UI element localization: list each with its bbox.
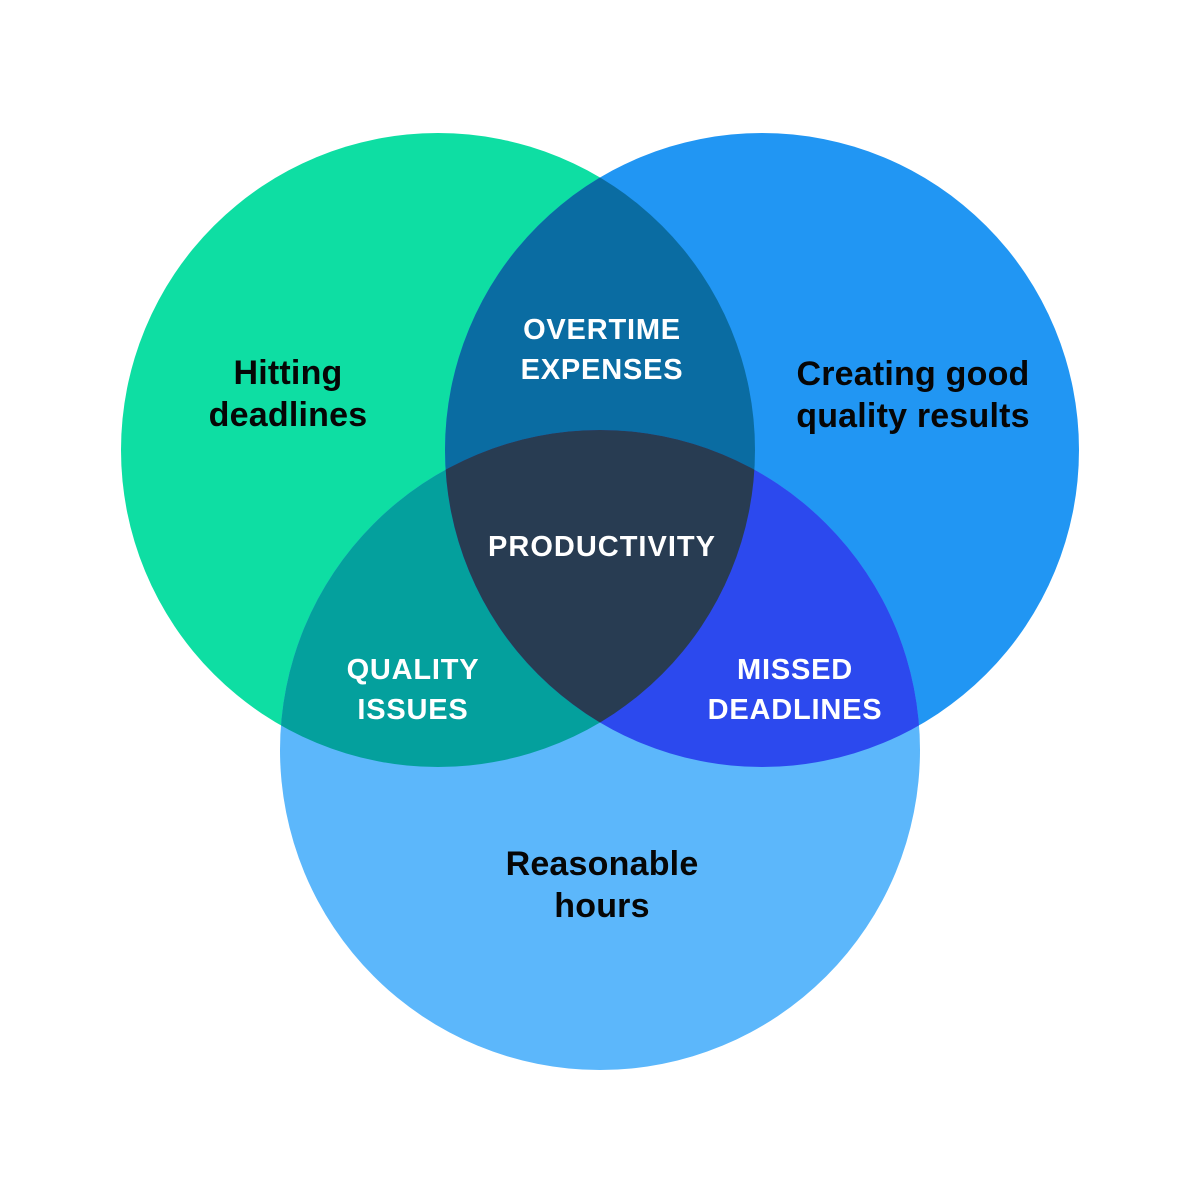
venn-diagram: Hitting deadlines Creating good quality … — [121, 133, 1079, 1070]
venn-svg — [121, 133, 1079, 1070]
